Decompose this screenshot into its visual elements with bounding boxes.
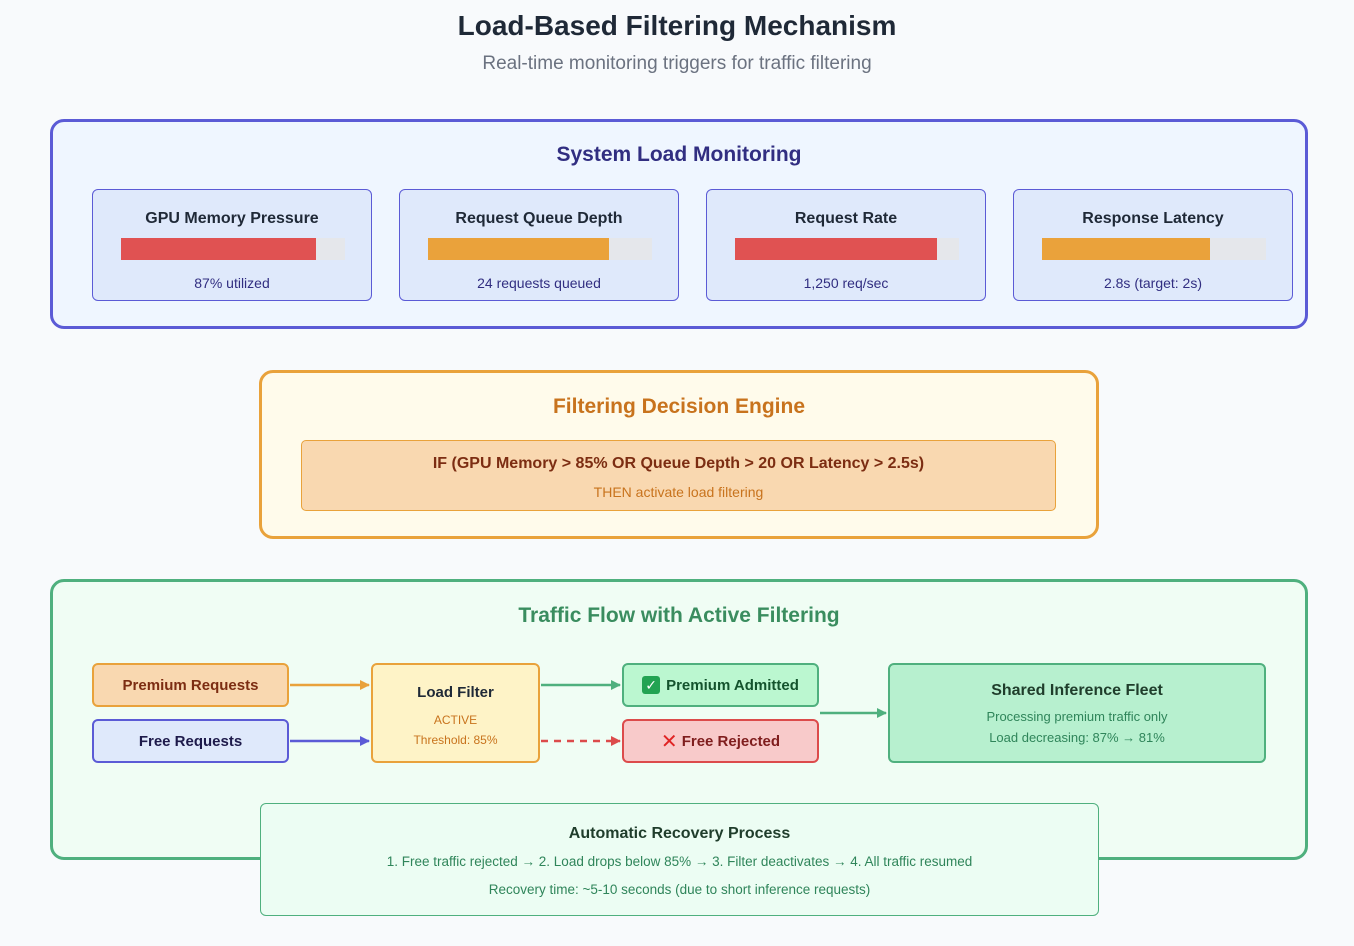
- page-subtitle: Real-time monitoring triggers for traffi…: [482, 53, 872, 74]
- flow-title: Traffic Flow with Active Filtering: [518, 604, 840, 627]
- metric-bar-track: [735, 238, 959, 260]
- metric-bar-fill: [1042, 238, 1210, 260]
- metric-card-response-latency: Response Latency 2.8s (target: 2s): [1013, 189, 1293, 301]
- metric-card-queue-depth: Request Queue Depth 24 requests queued: [399, 189, 679, 301]
- cross-mark-icon: ✕: [660, 730, 678, 753]
- filter-name: Load Filter: [417, 683, 494, 701]
- metric-card-gpu-memory: GPU Memory Pressure 87% utilized: [92, 189, 372, 301]
- premium-admitted-box: ✓ Premium Admitted: [622, 663, 819, 707]
- filter-state: ACTIVE: [433, 712, 478, 727]
- filter-threshold: Threshold: 85%: [413, 732, 498, 747]
- metric-value: 87% utilized: [194, 275, 270, 291]
- action-text: THEN activate load filtering: [593, 484, 764, 500]
- metric-label: Request Queue Depth: [455, 210, 623, 227]
- premium-admitted-label: Premium Admitted: [666, 676, 799, 694]
- metric-card-request-rate: Request Rate 1,250 req/sec: [706, 189, 986, 301]
- metric-value: 1,250 req/sec: [803, 275, 889, 291]
- fleet-load: Load decreasing: 87% → 81%: [989, 729, 1165, 745]
- metric-value: 2.8s (target: 2s): [1103, 275, 1203, 291]
- fleet-name: Shared Inference Fleet: [991, 681, 1163, 699]
- metric-value: 24 requests queued: [477, 275, 601, 291]
- metric-label: Response Latency: [1082, 210, 1224, 227]
- condition-text: IF (GPU Memory > 85% OR Queue Depth > 20…: [432, 455, 925, 472]
- metric-bar-track: [428, 238, 652, 260]
- metric-bar-track: [1042, 238, 1266, 260]
- recovery-steps: 1. Free traffic rejected → 2. Load drops…: [386, 854, 973, 869]
- page-title: Load-Based Filtering Mechanism: [457, 10, 897, 41]
- free-rejected-label: Free Rejected: [681, 732, 781, 750]
- metric-bar-fill: [121, 238, 316, 260]
- metric-label: GPU Memory Pressure: [145, 210, 319, 227]
- engine-title: Filtering Decision Engine: [552, 395, 806, 418]
- metric-bar-fill: [735, 238, 937, 260]
- shared-inference-fleet-box: Shared Inference Fleet Processing premiu…: [888, 663, 1266, 763]
- recovery-title: Automatic Recovery Process: [568, 825, 791, 842]
- recovery-time: Recovery time: ~5-10 seconds (due to sho…: [488, 882, 871, 897]
- fleet-status: Processing premium traffic only: [986, 708, 1168, 724]
- free-rejected-box: ✕ Free Rejected: [622, 719, 819, 763]
- automatic-recovery-box: Automatic Recovery Process 1. Free traff…: [260, 803, 1099, 916]
- metric-bar-fill: [428, 238, 609, 260]
- load-filter-box: Load Filter ACTIVE Threshold: 85%: [371, 663, 540, 763]
- premium-requests-box: Premium Requests: [92, 663, 289, 707]
- free-requests-box: Free Requests: [92, 719, 289, 763]
- metric-bar-track: [121, 238, 345, 260]
- monitoring-title: System Load Monitoring: [556, 143, 802, 166]
- metric-label: Request Rate: [794, 210, 898, 227]
- check-mark-icon: ✓: [642, 676, 661, 694]
- decision-condition-box: IF (GPU Memory > 85% OR Queue Depth > 20…: [301, 440, 1056, 511]
